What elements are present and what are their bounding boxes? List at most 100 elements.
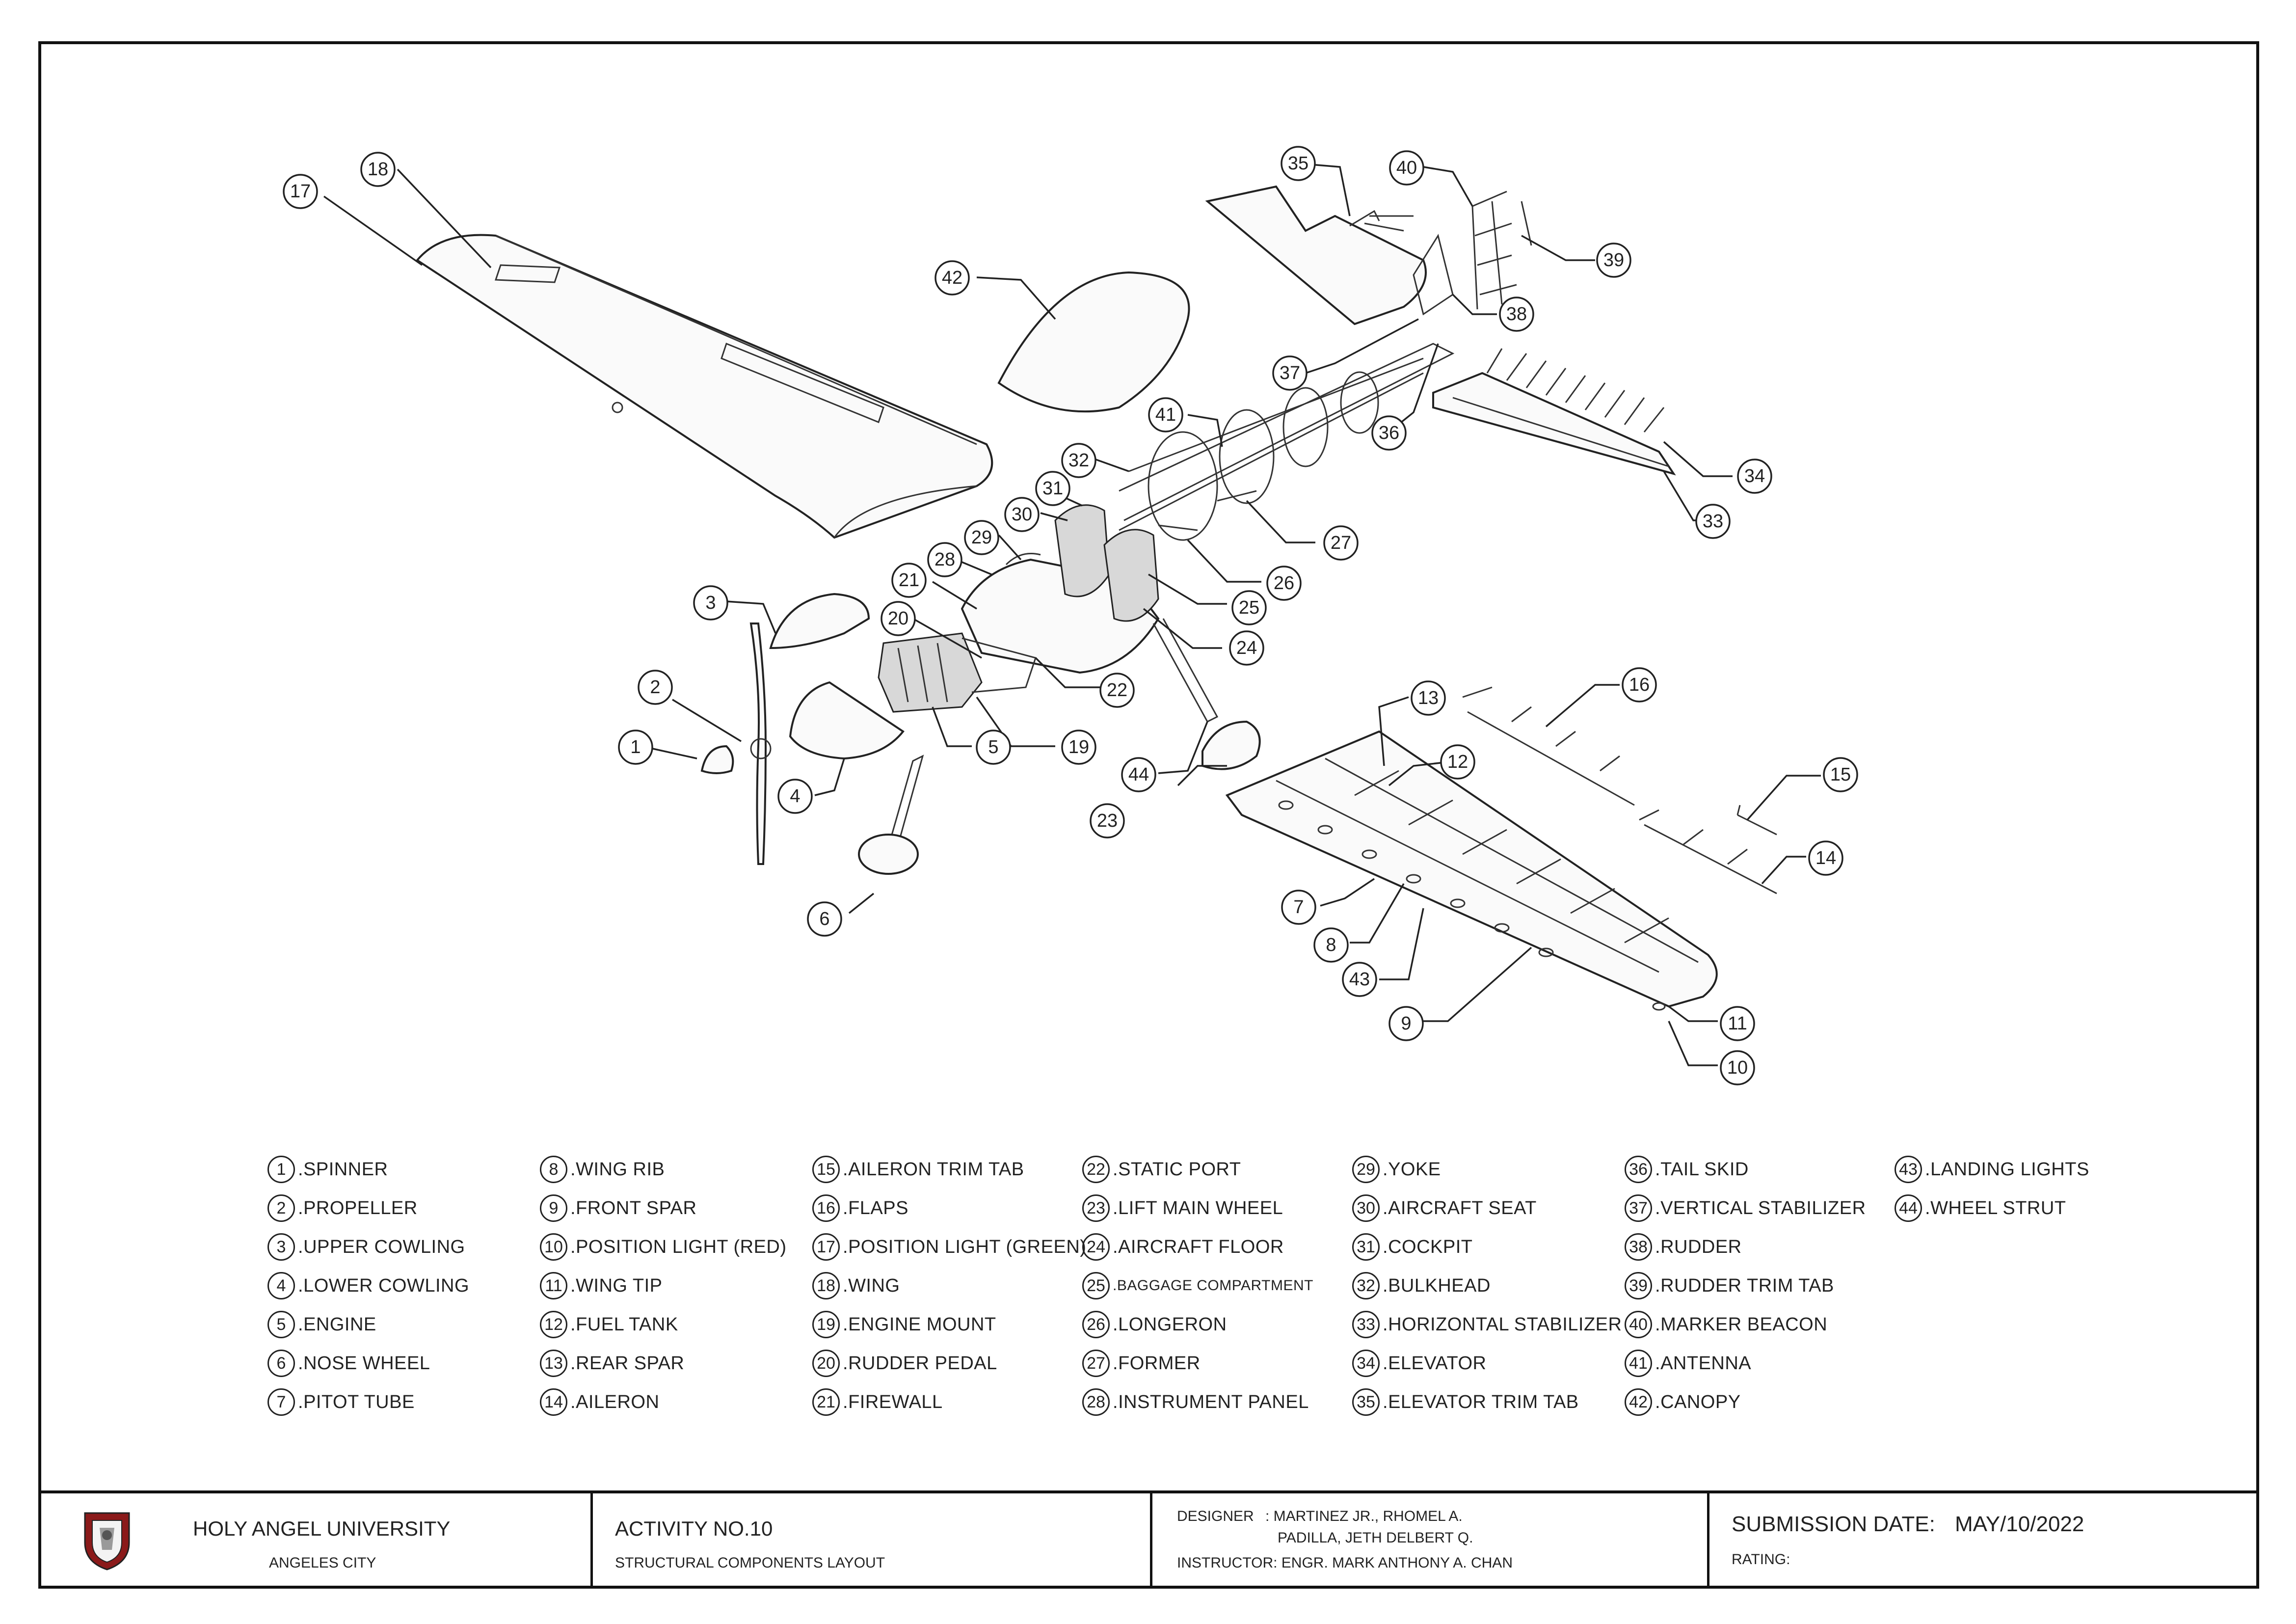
left-wing-part	[416, 234, 993, 539]
svg-text:13: 13	[1418, 688, 1439, 708]
svg-text:44: 44	[1128, 764, 1149, 785]
svg-text:36: 36	[1379, 423, 1399, 443]
callout-22: 22	[1099, 673, 1135, 708]
legend-item: 10. POSITION LIGHT (RED)	[540, 1231, 787, 1263]
svg-text:22: 22	[1107, 680, 1127, 701]
svg-text:9: 9	[1401, 1013, 1411, 1034]
callout-29: 29	[964, 520, 999, 555]
callout-6: 6	[807, 901, 842, 937]
legend-item: 17. POSITION LIGHT (GREEN)	[812, 1231, 1086, 1263]
submission-date: MAY/10/2022	[1955, 1512, 2084, 1536]
callout-12: 12	[1440, 744, 1475, 780]
svg-text:28: 28	[934, 549, 955, 570]
legend-item: 16. FLAPS	[812, 1192, 908, 1224]
callout-15: 15	[1823, 757, 1858, 792]
right-wing-part	[1225, 730, 1718, 1011]
legend-item: 33. HORIZONTAL STABILIZER	[1352, 1309, 1622, 1340]
svg-text:43: 43	[1349, 969, 1370, 990]
svg-text:11: 11	[1728, 1013, 1747, 1034]
callout-13: 13	[1411, 680, 1446, 716]
svg-text:10: 10	[1727, 1057, 1748, 1078]
title-cell-activity: ACTIVITY NO.10 STRUCTURAL COMPONENTS LAY…	[593, 1493, 1152, 1589]
svg-text:17: 17	[290, 181, 311, 202]
leader-lines	[323, 163, 1821, 1066]
legend-item: 11. WING TIP	[540, 1270, 662, 1301]
legend-item: 24. AIRCRAFT FLOOR	[1082, 1231, 1284, 1263]
svg-text:15: 15	[1830, 764, 1851, 785]
callout-17: 17	[283, 174, 318, 209]
university-shield-logo	[82, 1508, 132, 1572]
svg-text:25: 25	[1239, 597, 1259, 618]
callout-bubbles: 1 2 3 4 5 6 7 8 9 10 11 12 13 14 15 16 1…	[283, 146, 1858, 1085]
svg-text:34: 34	[1744, 466, 1765, 487]
engine-part	[878, 632, 1037, 713]
callout-39: 39	[1596, 243, 1631, 278]
callout-16: 16	[1622, 667, 1657, 703]
legend-item: 15. AILERON TRIM TAB	[812, 1154, 1024, 1185]
callout-40: 40	[1389, 150, 1424, 186]
exploded-aircraft-drawing: 1 2 3 4 5 6 7 8 9 10 11 12 13 14 15 16 1…	[283, 146, 1858, 1085]
svg-text:37: 37	[1280, 363, 1300, 383]
callout-11: 11	[1720, 1006, 1755, 1041]
cockpit-seats-part	[961, 504, 1160, 674]
callout-10: 10	[1720, 1050, 1755, 1085]
legend-item: 26. LONGERON	[1082, 1309, 1227, 1340]
title-cell-school: HOLY ANGEL UNIVERSITY ANGELES CITY	[38, 1493, 593, 1589]
svg-text:23: 23	[1097, 811, 1118, 831]
svg-text:2: 2	[650, 677, 660, 698]
flaps-part	[1462, 686, 1777, 894]
legend-item: 42. CANOPY	[1625, 1386, 1741, 1418]
callout-43: 43	[1342, 962, 1377, 997]
svg-text:38: 38	[1506, 304, 1527, 325]
callout-14: 14	[1808, 840, 1843, 876]
legend-item: 4. LOWER COWLING	[267, 1270, 469, 1301]
callout-24: 24	[1229, 630, 1264, 666]
svg-text:3: 3	[705, 593, 716, 613]
legend-item: 14. AILERON	[540, 1386, 659, 1418]
legend-item: 21. FIREWALL	[812, 1386, 943, 1418]
legend-item: 5. ENGINE	[267, 1309, 376, 1340]
svg-text:35: 35	[1288, 153, 1308, 174]
callout-30: 30	[1004, 497, 1040, 532]
callout-35: 35	[1281, 146, 1316, 181]
submission-label: SUBMISSION DATE:	[1732, 1512, 1935, 1536]
callout-23: 23	[1090, 803, 1125, 839]
legend-item: 44. WHEEL STRUT	[1895, 1192, 2066, 1224]
svg-text:24: 24	[1236, 638, 1257, 658]
designer-label: DESIGNER	[1177, 1508, 1254, 1524]
legend-item: 40. MARKER BEACON	[1625, 1309, 1827, 1340]
svg-text:32: 32	[1068, 450, 1089, 471]
legend-item: 37. VERTICAL STABILIZER	[1625, 1192, 1866, 1224]
callout-8: 8	[1313, 927, 1349, 963]
legend-item: 28. INSTRUMENT PANEL	[1082, 1386, 1309, 1418]
legend-item: 30. AIRCRAFT SEAT	[1352, 1192, 1537, 1224]
legend-item: 35. ELEVATOR TRIM TAB	[1352, 1386, 1579, 1418]
svg-text:29: 29	[971, 527, 992, 548]
svg-text:4: 4	[790, 786, 800, 807]
school-name: HOLY ANGEL UNIVERSITY	[193, 1517, 451, 1540]
legend-item: 41. ANTENNA	[1625, 1348, 1751, 1379]
callout-1: 1	[618, 730, 653, 765]
callout-7: 7	[1281, 890, 1316, 925]
callout-26: 26	[1266, 566, 1302, 601]
legend-item: 38. RUDDER	[1625, 1231, 1742, 1263]
callout-21: 21	[891, 563, 927, 598]
designer-2: PADILLA, JETH DELBERT Q.	[1278, 1530, 1473, 1546]
activity-subtitle: STRUCTURAL COMPONENTS LAYOUT	[615, 1555, 885, 1571]
canopy-part	[997, 271, 1190, 413]
callout-31: 31	[1035, 471, 1070, 506]
svg-text:12: 12	[1447, 752, 1468, 772]
callout-36: 36	[1371, 415, 1407, 451]
callout-38: 38	[1499, 297, 1534, 332]
svg-text:30: 30	[1012, 504, 1032, 525]
legend-item: 6. NOSE WHEEL	[267, 1348, 430, 1379]
fuselage-frame-part	[1119, 343, 1455, 541]
title-block: HOLY ANGEL UNIVERSITY ANGELES CITY ACTIV…	[38, 1490, 2259, 1589]
title-cell-submission: SUBMISSION DATE: MAY/10/2022 RATING:	[1709, 1493, 2259, 1589]
callout-3: 3	[693, 585, 728, 621]
legend-item: 29. YOKE	[1352, 1154, 1441, 1185]
legend-item: 1. SPINNER	[267, 1154, 388, 1185]
legend-item: 18. WING	[812, 1270, 900, 1301]
legend-item: 39. RUDDER TRIM TAB	[1625, 1270, 1834, 1301]
tail-vertical-part	[1205, 185, 1532, 325]
